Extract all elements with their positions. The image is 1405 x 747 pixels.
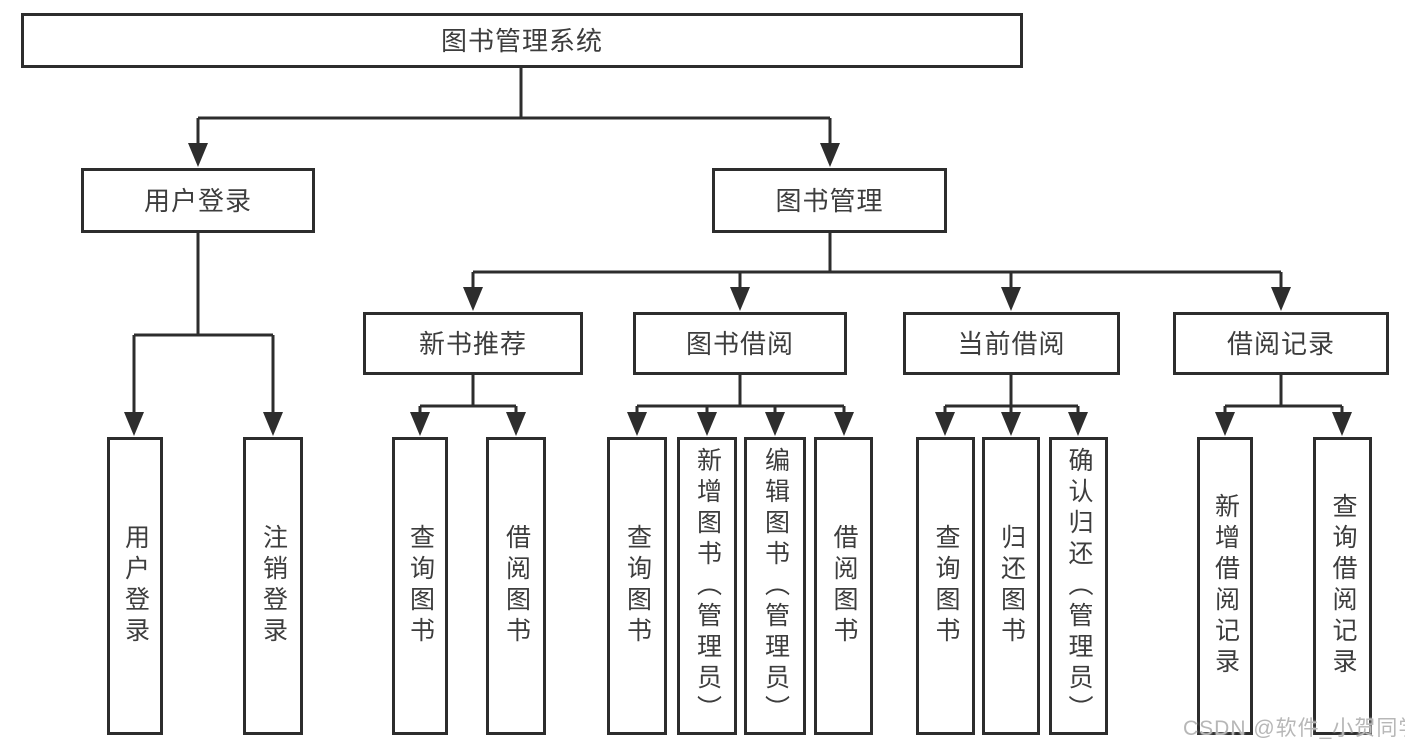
node-label: 新增借阅记录 (1211, 493, 1240, 679)
node-label: 用户登录 (121, 524, 150, 648)
node-leaf-query-book-newrec: 查询图书 (392, 437, 448, 735)
node-leaf-borrow-book-newrec: 借阅图书 (486, 437, 546, 735)
node-label: 借阅图书 (830, 524, 858, 648)
node-leaf-query-book-borrow: 查询图书 (607, 437, 667, 735)
arrowheads-book-borrow (627, 412, 854, 436)
node-label: 查询借阅记录 (1329, 493, 1357, 679)
node-leaf-add-borrow-record: 新增借阅记录 (1197, 437, 1253, 735)
node-label: 当前借阅 (957, 328, 1066, 359)
node-label: 用户登录 (143, 185, 252, 216)
connector-book-borrow-branch (635, 375, 846, 418)
connector-current-borrow-branch (943, 375, 1080, 418)
arrowheads-borrow-record (1215, 412, 1352, 436)
node-label: 查询图书 (932, 524, 960, 648)
node-leaf-borrow-book: 借阅图书 (814, 437, 873, 735)
arrowheads-current-borrow (935, 412, 1088, 436)
node-label: 图书管理系统 (440, 25, 603, 56)
node-library-management-system: 图书管理系统 (21, 13, 1023, 68)
node-borrowing-records: 借阅记录 (1173, 312, 1389, 375)
node-label: 查询图书 (406, 524, 435, 648)
node-leaf-query-borrow-record: 查询借阅记录 (1313, 437, 1372, 735)
node-label: 图书管理 (775, 185, 884, 216)
node-leaf-confirm-return-admin: 确认归还（管理员） (1049, 437, 1108, 735)
node-book-borrowing: 图书借阅 (633, 312, 847, 375)
node-label: 注销登录 (259, 524, 288, 648)
node-leaf-query-book-current: 查询图书 (916, 437, 975, 735)
node-book-management: 图书管理 (712, 168, 947, 233)
node-leaf-logout: 注销登录 (243, 437, 303, 735)
connector-root-branch (196, 68, 832, 148)
node-label: 新增图书（管理员） (693, 446, 722, 726)
node-leaf-add-book-admin: 新增图书（管理员） (677, 437, 737, 735)
node-leaf-return-book: 归还图书 (982, 437, 1040, 735)
arrowheads-user-login (124, 412, 283, 436)
connector-new-book-branch (418, 375, 518, 418)
node-label: 新书推荐 (418, 328, 527, 359)
node-leaf-user-login: 用户登录 (107, 437, 163, 735)
connector-user-login-branch (132, 233, 275, 418)
node-current-borrowing: 当前借阅 (903, 312, 1120, 375)
connector-book-mgmt-branch (471, 233, 1283, 293)
node-label: 归还图书 (997, 524, 1026, 648)
arrowheads-level2 (188, 143, 840, 167)
node-label: 确认归还（管理员） (1065, 446, 1093, 726)
arrowheads-new-book (410, 412, 526, 436)
connector-borrow-record-branch (1223, 375, 1344, 418)
node-label: 图书借阅 (685, 328, 794, 359)
node-label: 查询图书 (623, 524, 652, 648)
node-user-login: 用户登录 (81, 168, 315, 233)
node-label: 借阅图书 (502, 524, 531, 648)
node-new-book-recommendation: 新书推荐 (363, 312, 583, 375)
node-label: 借阅记录 (1226, 328, 1335, 359)
arrowheads-level3 (463, 287, 1291, 311)
node-label: 编辑图书（管理员） (761, 446, 790, 726)
node-leaf-edit-book-admin: 编辑图书（管理员） (744, 437, 806, 735)
